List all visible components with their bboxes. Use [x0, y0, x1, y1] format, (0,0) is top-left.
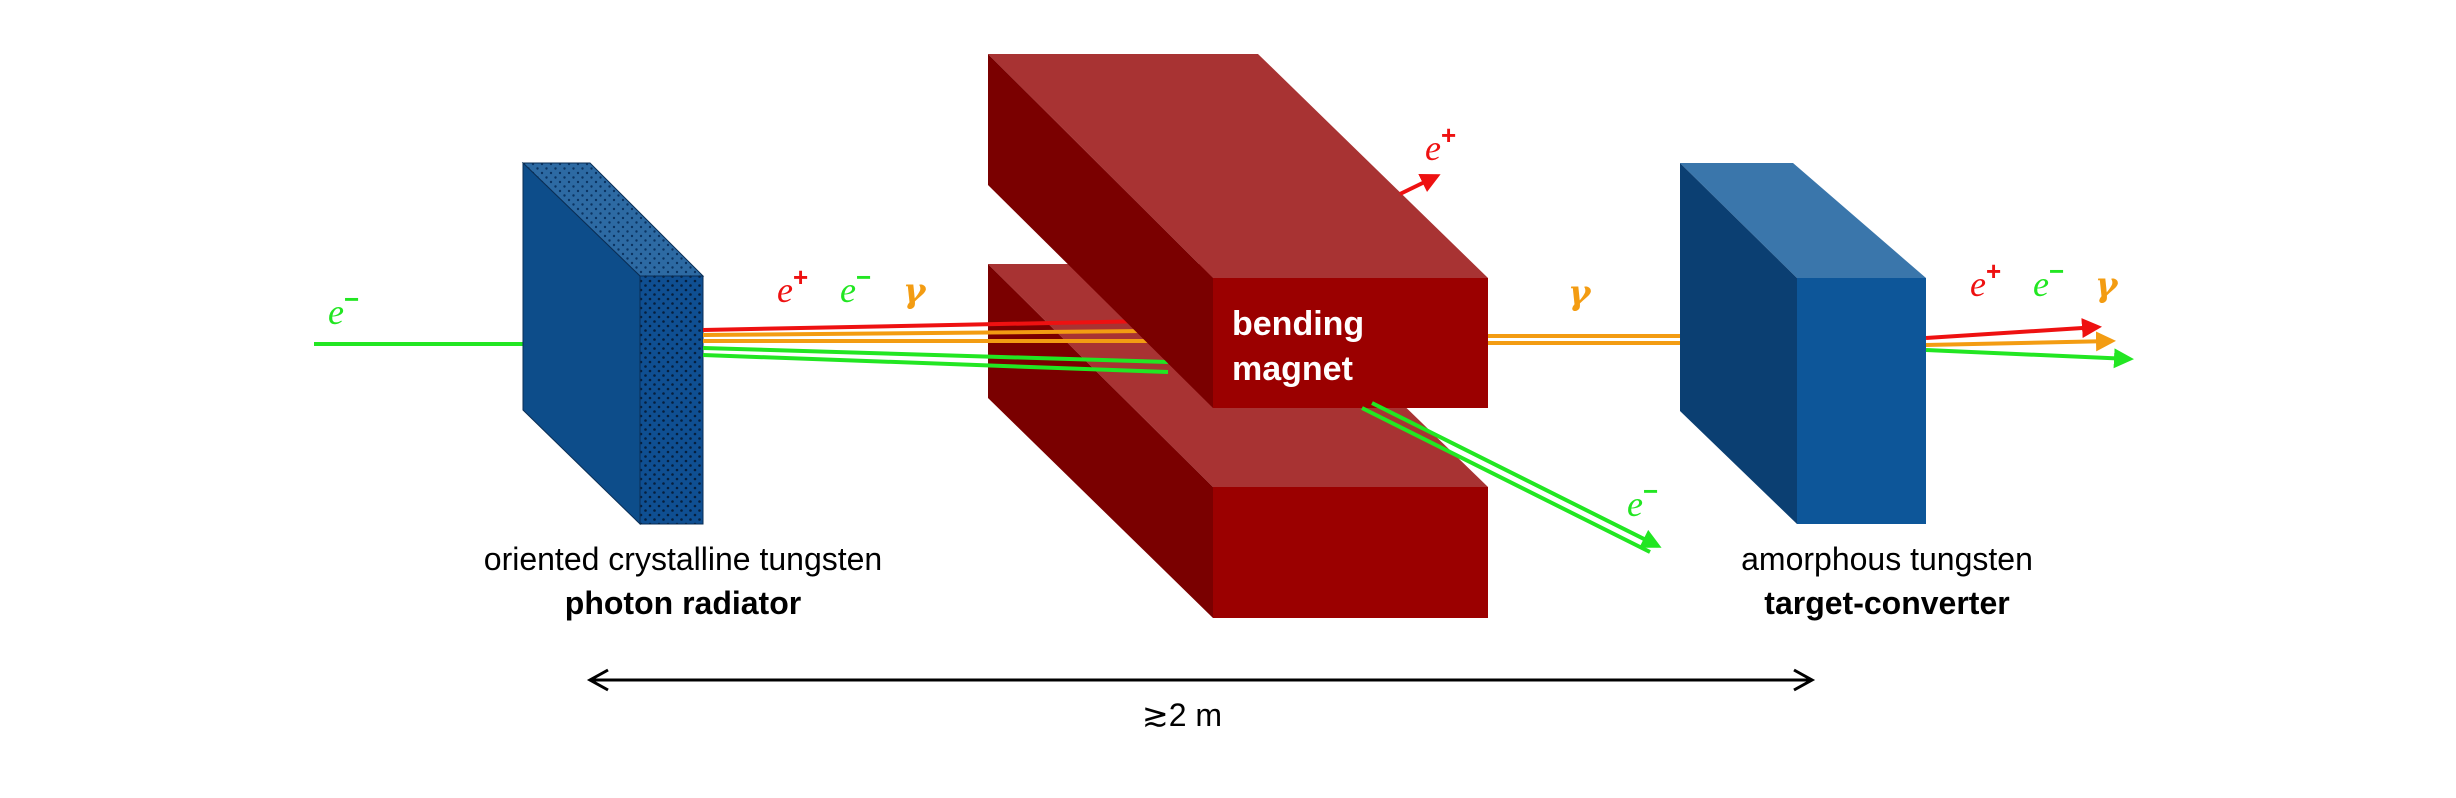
photon-radiator-crystal	[521, 161, 705, 526]
label-gamma-radiator: γ	[903, 271, 927, 311]
label-positron-output: e+	[1970, 256, 2001, 304]
label-electron-deflected: e−	[1627, 476, 1658, 524]
label-positron-deflected: e+	[1425, 120, 1456, 168]
label-incoming-electron: e−	[328, 284, 359, 332]
label-positron-radiator: e+	[777, 262, 808, 310]
output-beams	[1925, 318, 2134, 369]
label-electron-output: e−	[2033, 256, 2064, 304]
distance-label: ≳2 m	[1142, 697, 1222, 733]
label-gamma-magnet: γ	[1568, 273, 1592, 313]
converter-label-line2: target-converter	[1764, 585, 2009, 621]
label-electron-radiator: e−	[840, 262, 871, 310]
radiator-label-line2: photon radiator	[565, 585, 801, 621]
magnet-label-line1: bending	[1232, 305, 1364, 343]
magnet-upper-pole	[988, 54, 1488, 408]
converter-label-line1: amorphous tungsten	[1741, 541, 2033, 577]
deflected-positron-beam	[1399, 174, 1441, 196]
distance-arrow	[586, 668, 1816, 692]
beams-radiator-to-magnet	[702, 319, 1169, 374]
target-converter	[1680, 163, 1926, 524]
magnet-label-line2: magnet	[1232, 350, 1353, 388]
deflected-electron-beam	[1361, 401, 1662, 554]
radiator-label-line1: oriented crystalline tungsten	[484, 541, 882, 577]
label-gamma-output: γ	[2095, 265, 2119, 305]
